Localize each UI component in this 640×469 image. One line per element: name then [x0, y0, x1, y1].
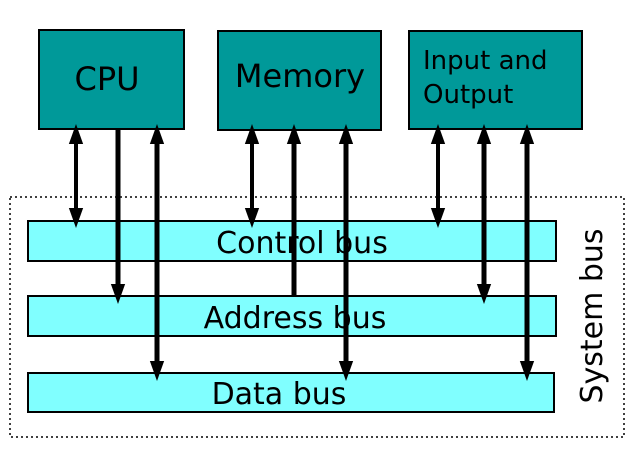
- memory-label: Memory: [235, 57, 365, 95]
- address-bus-label: Address bus: [204, 301, 387, 336]
- cpu-label: CPU: [74, 60, 139, 98]
- io-label-line2: Output: [423, 80, 513, 110]
- system-bus-boundary: [9, 196, 625, 438]
- io-box: [408, 30, 583, 130]
- control-bus-label: Control bus: [216, 226, 388, 261]
- system-bus-label: System bus: [575, 228, 610, 403]
- data-bus-label: Data bus: [212, 377, 347, 412]
- data-bus-bar: [27, 372, 555, 413]
- io-label-line1: Input and: [423, 46, 548, 76]
- cpu-box: [38, 29, 185, 130]
- memory-box: [217, 30, 382, 131]
